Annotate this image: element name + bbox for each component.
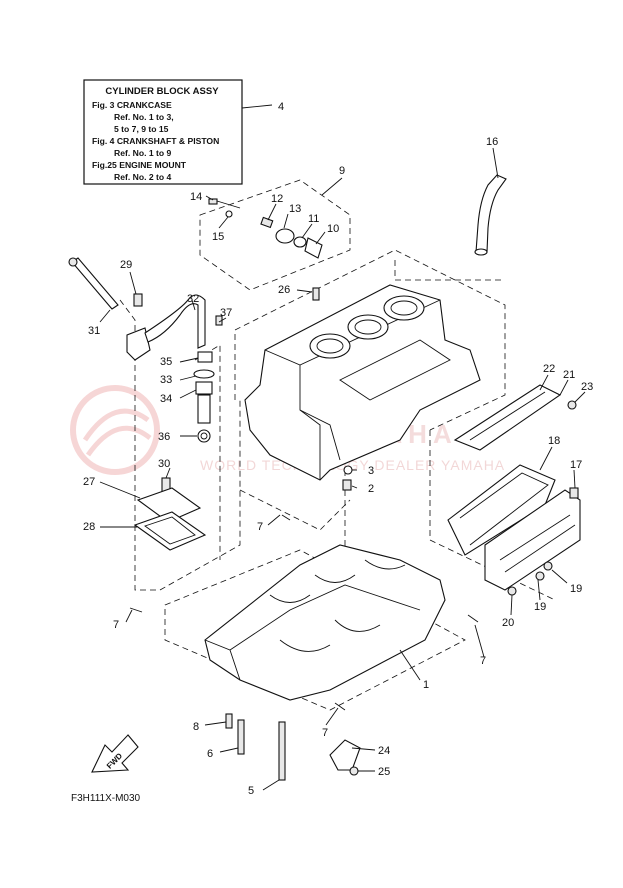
callout-label: 29 <box>120 259 132 271</box>
callout-label: 7 <box>480 655 486 667</box>
callout-label: 9 <box>339 165 345 177</box>
info-box-line: Ref. No. 2 to 4 <box>114 172 172 182</box>
diagram-code: F3H111X-M030 <box>71 793 141 804</box>
sensor-group <box>208 198 323 259</box>
callout-label: 31 <box>88 325 100 337</box>
engine-mount <box>329 465 361 776</box>
callout-label: 26 <box>278 284 290 296</box>
info-box-line: Fig.25 ENGINE MOUNT <box>92 160 187 170</box>
callout-label: 32 <box>187 293 199 305</box>
callout-label: 22 <box>543 363 555 375</box>
callout-label: 34 <box>160 393 172 405</box>
info-box-line: 5 to 7, 9 to 15 <box>114 124 169 134</box>
fwd-arrow: FWD <box>91 734 139 773</box>
callout-label: 18 <box>548 435 560 447</box>
callout-label: 3 <box>368 465 374 477</box>
callout-label: 6 <box>207 748 213 760</box>
callout-label: 20 <box>502 617 514 629</box>
callout-label: 25 <box>378 766 390 778</box>
water-hose <box>474 174 507 256</box>
callout-label: 24 <box>378 745 390 757</box>
leader-lines <box>99 147 586 791</box>
cylinder-block <box>244 284 481 481</box>
crankcase-covers <box>133 477 207 551</box>
callout-label: 12 <box>271 193 283 205</box>
info-box-line: Fig. 3 CRANKCASE <box>92 100 172 110</box>
callout-label: 33 <box>160 374 172 386</box>
callout-label: 10 <box>327 223 339 235</box>
callout-label: 1 <box>423 679 429 691</box>
callout-label: 19 <box>534 601 546 613</box>
callout-label: 21 <box>563 369 575 381</box>
callout-label: 16 <box>486 136 498 148</box>
info-box-line: Ref. No. 1 to 9 <box>114 148 172 158</box>
info-box-title: CYLINDER BLOCK ASSY <box>105 86 219 97</box>
callout-label: 7 <box>113 619 119 631</box>
callout-label: 37 <box>220 307 232 319</box>
callout-label: 13 <box>289 203 301 215</box>
callout-label: 7 <box>322 727 328 739</box>
callout-label: 8 <box>193 721 199 733</box>
dipstick-assembly <box>68 257 223 443</box>
callout-label: 36 <box>158 431 170 443</box>
callout-label: 5 <box>248 785 254 797</box>
callout-label: 35 <box>160 356 172 368</box>
callout-label: 11 <box>308 213 319 225</box>
callout-label: 2 <box>368 483 374 495</box>
callout-label: 30 <box>158 458 170 470</box>
side-cover <box>447 384 581 596</box>
callout-label: 15 <box>212 231 224 243</box>
info-box-line: Fig. 4 CRANKSHAFT & PISTON <box>92 136 219 146</box>
callout-label: 19 <box>570 583 582 595</box>
crankcase <box>129 514 479 781</box>
callout-label: 7 <box>257 521 263 533</box>
callout-label: 28 <box>83 521 95 533</box>
callout-label: 4 <box>278 101 284 113</box>
callout-label: 17 <box>570 459 582 471</box>
info-box: CYLINDER BLOCK ASSY Fig. 3 CRANKCASE Ref… <box>83 79 273 185</box>
info-box-line: Ref. No. 1 to 3, <box>114 112 174 122</box>
callout-label: 14 <box>190 191 202 203</box>
watermark-tagline: WORLD TECHNOLOGY DEALER YAMAHA <box>200 457 505 473</box>
callout-label: 27 <box>83 476 95 488</box>
callout-labels: 1 2 3 4 5 6 7 7 7 7 8 9 10 11 12 13 14 1… <box>83 101 593 797</box>
callout-label: 23 <box>581 381 593 393</box>
